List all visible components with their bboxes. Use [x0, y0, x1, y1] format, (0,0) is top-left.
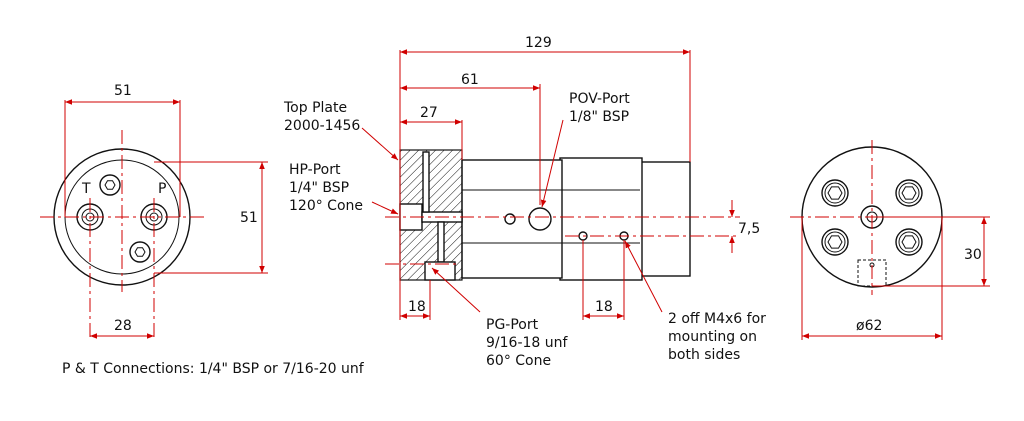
pov-port-hole [528, 207, 552, 231]
svg-text:both sides: both sides [668, 347, 740, 363]
svg-text:PG-Port: PG-Port [486, 317, 539, 333]
svg-text:9/16-18 unf: 9/16-18 unf [486, 335, 569, 351]
svg-text:1/4" BSP: 1/4" BSP [289, 180, 349, 196]
leader-hp-port [371, 201, 399, 215]
left-bolt-bottom [129, 241, 151, 263]
body-rear-section [559, 157, 643, 281]
dim-right-height: 30 [964, 247, 982, 263]
svg-text:Top Plate: Top Plate [283, 100, 347, 116]
right-bolt-bottom-left [821, 228, 849, 256]
svg-text:mounting on: mounting on [668, 329, 757, 345]
left-bolt-top [99, 174, 121, 196]
callout-pov-port: POV-Port 1/8" BSP [569, 91, 630, 125]
internal-passage-bottom [437, 221, 445, 263]
right-end-view: 30 ø62 [790, 140, 990, 340]
dim-mount-spacing: 18 [595, 299, 613, 315]
right-bolt-top-right [895, 179, 923, 207]
pg-port-cut [424, 261, 456, 281]
dim-diameter: ø62 [856, 318, 882, 334]
callout-hp-port: HP-Port 1/4" BSP 120° Cone [289, 162, 363, 214]
dim-pg-offset: 18 [408, 299, 426, 315]
small-hole [504, 213, 516, 225]
body-end-section [639, 161, 691, 277]
right-bolt-top-left [821, 179, 849, 207]
p-port-letter: P [158, 181, 166, 197]
svg-text:1/8" BSP: 1/8" BSP [569, 109, 629, 125]
dim-pov-distance: 61 [461, 72, 479, 88]
dim-total-length: 129 [525, 35, 552, 51]
leader-pg-port [431, 267, 481, 313]
callout-pg-port: PG-Port 9/16-18 unf 60° Cone [486, 317, 569, 369]
callout-top-plate: Top Plate 2000-1456 [283, 100, 360, 134]
svg-text:2 off M4x6 for: 2 off M4x6 for [668, 311, 766, 327]
dim-left-width: 51 [114, 83, 132, 99]
dim-left-spacing: 28 [114, 318, 132, 334]
side-section-view: 129 61 27 18 18 7,5 Top Plate 2000-1456 … [283, 35, 766, 369]
leader-top-plate [361, 127, 399, 161]
left-end-view: T P 51 51 28 [40, 83, 268, 340]
t-port-letter: T [81, 181, 91, 197]
footnote: P & T Connections: 1/4" BSP or 7/16-20 u… [62, 361, 365, 377]
right-bolt-bottom-right [895, 228, 923, 256]
svg-text:2000-1456: 2000-1456 [284, 118, 360, 134]
internal-passage-top [422, 151, 430, 213]
svg-text:120° Cone: 120° Cone [289, 198, 363, 214]
leader-mounting [624, 240, 663, 313]
leader-pov-port [540, 119, 564, 208]
svg-text:60° Cone: 60° Cone [486, 353, 551, 369]
dim-centre-offset: 7,5 [738, 221, 760, 237]
svg-text:POV-Port: POV-Port [569, 91, 630, 107]
svg-text:HP-Port: HP-Port [289, 162, 341, 178]
callout-mounting: 2 off M4x6 for mounting on both sides [668, 311, 766, 363]
dim-left-height: 51 [240, 210, 258, 226]
dim-plate-thickness: 27 [420, 105, 438, 121]
